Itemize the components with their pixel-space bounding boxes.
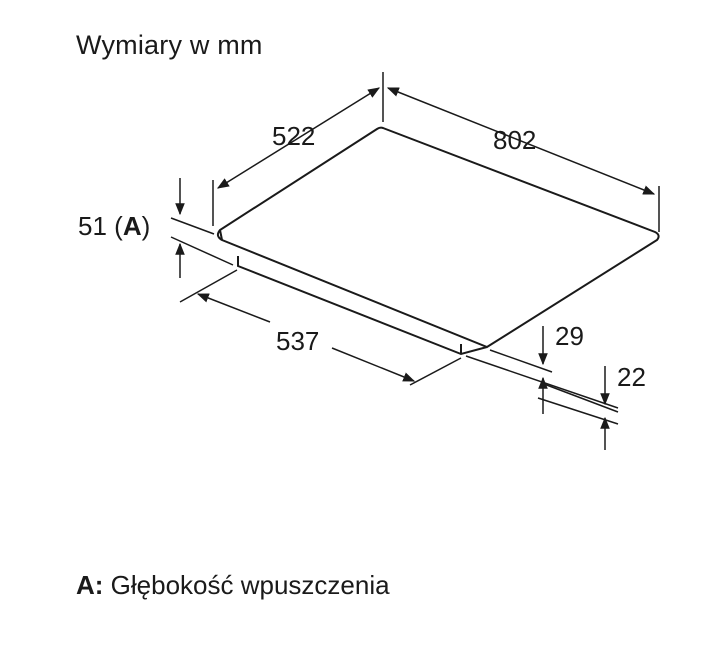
dimension-51-marker: A bbox=[123, 211, 142, 241]
diagram-title: Wymiary w mm bbox=[76, 30, 263, 60]
dimension-522-label: 522 bbox=[272, 121, 315, 151]
legend-text: Głębokość wpuszczenia bbox=[110, 570, 390, 600]
dimension-537-width bbox=[179, 269, 462, 386]
dimension-537-label: 537 bbox=[276, 326, 319, 356]
dimension-522-depth bbox=[212, 72, 384, 226]
dimension-22-height bbox=[537, 366, 619, 450]
dimension-29-thickness bbox=[465, 326, 619, 414]
dimension-51-height bbox=[170, 178, 234, 278]
dimension-802-width bbox=[386, 87, 660, 232]
dimension-51-suffix: ) bbox=[142, 211, 151, 241]
dimension-51-prefix: 51 ( bbox=[78, 211, 123, 241]
dimension-22-label: 22 bbox=[617, 362, 646, 392]
dimension-29-label: 29 bbox=[555, 321, 584, 351]
cooktop-top-plate bbox=[216, 126, 660, 349]
legend-key: A: bbox=[76, 570, 104, 600]
legend-caption: A: Głębokość wpuszczenia bbox=[76, 570, 390, 601]
cooktop-body bbox=[237, 256, 488, 356]
dimension-51-label: 51 (A) bbox=[78, 211, 150, 241]
dimension-802-label: 802 bbox=[493, 125, 536, 155]
